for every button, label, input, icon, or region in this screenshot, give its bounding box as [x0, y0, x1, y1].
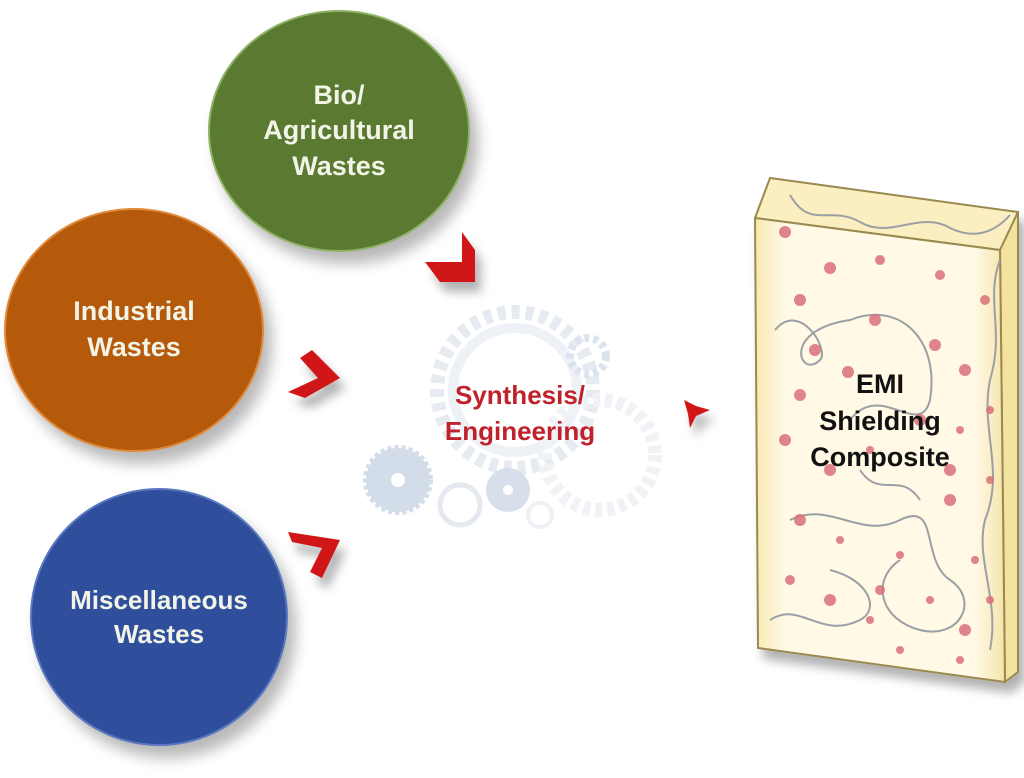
node-label-line: Bio/ — [313, 79, 365, 110]
industrial-wastes-node: Industrial Wastes — [4, 208, 264, 452]
node-label-line: Agricultural — [263, 115, 415, 146]
particle — [929, 339, 941, 351]
particle — [875, 255, 885, 265]
node-label-line: Wastes — [292, 150, 386, 181]
process-label-line: Engineering — [444, 415, 596, 446]
particle — [926, 596, 934, 604]
arrow-icon — [288, 532, 340, 578]
node-label-line: Wastes — [87, 332, 181, 362]
particle — [824, 594, 836, 606]
particle — [986, 596, 994, 604]
fiber-network — [769, 194, 1011, 651]
particle — [824, 464, 836, 476]
arrow-icon — [288, 350, 340, 398]
particle — [971, 556, 979, 564]
arrow-icon — [684, 400, 710, 428]
particle — [785, 575, 795, 585]
particle — [779, 434, 791, 446]
particle — [866, 446, 874, 454]
particle — [875, 585, 885, 595]
bio-agricultural-wastes-node: Bio/ Agricultural Wastes — [208, 10, 470, 252]
particle — [794, 514, 806, 526]
particle — [980, 295, 990, 305]
particle — [809, 344, 821, 356]
particle — [842, 366, 854, 378]
product-label-line: Shielding — [819, 405, 941, 436]
node-label-line: Miscellaneous — [70, 584, 248, 615]
particle — [935, 270, 945, 280]
particle — [986, 476, 994, 484]
particle — [944, 494, 956, 506]
particle — [869, 314, 881, 326]
product-label-line: EMI — [855, 369, 904, 399]
particle — [959, 364, 971, 376]
miscellaneous-wastes-node: Miscellaneous Wastes — [30, 488, 288, 746]
particle — [836, 536, 844, 544]
node-label-line: Industrial — [73, 296, 195, 327]
particle — [794, 294, 806, 306]
emi-shielding-composite-label: EMI Shielding Composite — [770, 366, 990, 476]
particle — [986, 406, 994, 414]
arrow-icon — [425, 232, 475, 282]
particle — [914, 414, 926, 426]
synthesis-engineering-label: Synthesis/ Engineering — [400, 378, 640, 450]
particle — [959, 624, 971, 636]
particle — [956, 426, 964, 434]
particle — [794, 389, 806, 401]
gears-icon — [363, 305, 662, 529]
particle — [896, 551, 904, 559]
process-label-line: Synthesis/ — [454, 380, 586, 410]
block-front-face — [753, 216, 1007, 684]
particles — [779, 226, 994, 664]
particle — [866, 616, 874, 624]
particle — [944, 464, 956, 476]
particle — [824, 262, 836, 274]
node-label-line: Wastes — [113, 619, 205, 649]
particle — [896, 646, 904, 654]
particle — [956, 656, 964, 664]
particle — [779, 226, 791, 238]
product-label-line: Composite — [810, 442, 950, 473]
